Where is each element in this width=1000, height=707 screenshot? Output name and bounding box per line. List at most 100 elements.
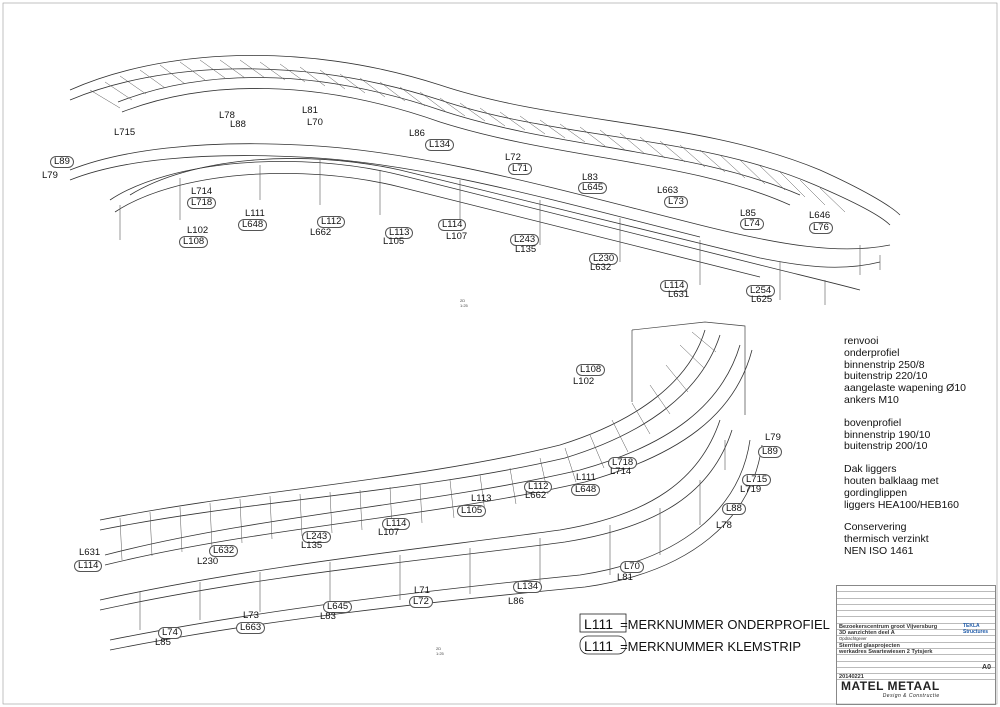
part-label-l86: L86 xyxy=(508,596,524,607)
part-label-l113: L113 xyxy=(471,493,492,504)
top-lower-rails xyxy=(69,143,891,291)
part-label-l114: L114 xyxy=(382,518,411,530)
part-label-l89: L89 xyxy=(758,446,782,458)
tb-client-label: Opdrachtgever xyxy=(837,636,995,643)
part-label-l71: L71 xyxy=(508,163,532,175)
part-label-l135: L135 xyxy=(301,540,323,551)
part-label-l662: L662 xyxy=(310,227,332,238)
top-roof-rungs xyxy=(89,59,846,213)
note-line: binnenstrip 190/10 xyxy=(844,428,931,441)
part-label-l631: L631 xyxy=(79,547,101,558)
legend-desc-klemstrip: =MERKNUMMER KLEMSTRIP xyxy=(620,638,802,654)
legend-desc-onderprofiel: =MERKNUMMER ONDERPROFIEL xyxy=(620,616,830,632)
note-line: onderprofiel xyxy=(844,346,900,359)
part-label-l73: L73 xyxy=(664,196,688,208)
part-label-l715: L715 xyxy=(114,127,136,138)
part-label-l648: L648 xyxy=(238,219,268,231)
part-label-l243: L243 xyxy=(302,531,332,543)
matel-metaal-logo: MATEL METAAL Design & Constructie xyxy=(841,679,940,699)
part-label-l646: L646 xyxy=(809,210,831,221)
note-line: bovenprofiel xyxy=(844,416,902,429)
part-label-l114: L114 xyxy=(438,219,467,231)
part-label-l230: L230 xyxy=(589,253,619,265)
part-label-l662: L662 xyxy=(525,490,547,501)
part-label-l107: L107 xyxy=(446,231,468,242)
title-block: Bezoekerscentrum groot Vijversburg 3D aa… xyxy=(836,585,996,705)
part-label-l714: L714 xyxy=(191,186,213,197)
note-line: liggers HEA100/HEB160 xyxy=(844,498,959,511)
part-label-l113: L113 xyxy=(385,227,414,239)
tb-sheet-size: A0 xyxy=(982,664,991,671)
legend-tag-square: L111 xyxy=(584,616,614,632)
tb-address: werkadres Swartewiesen 2 Tytsjerk xyxy=(837,649,995,656)
part-label-l114: L114 xyxy=(74,560,103,572)
part-label-l111: L111 xyxy=(245,208,265,219)
part-label-l134: L134 xyxy=(513,581,543,593)
part-label-l76: L76 xyxy=(809,222,833,234)
part-label-l111: L111 xyxy=(576,472,596,483)
part-label-l78: L78 xyxy=(716,520,732,531)
part-label-l72: L72 xyxy=(409,596,433,608)
part-label-l254: L254 xyxy=(746,285,776,297)
legend-onderprofiel: L111 =MERKNUMMER ONDERPROFIEL xyxy=(580,616,830,632)
tb-client: Sterrited glasprojecten xyxy=(837,643,995,649)
bottom-roof-rungs xyxy=(119,331,717,561)
part-label-l70: L70 xyxy=(620,561,644,573)
part-label-l715: L715 xyxy=(742,474,772,486)
note-line: renvooi xyxy=(844,335,879,347)
part-label-l645: L645 xyxy=(578,182,608,194)
top-posts xyxy=(119,160,881,305)
bottom-roof-beams xyxy=(99,329,753,566)
part-label-l631: L631 xyxy=(668,289,690,300)
part-label-l718: L718 xyxy=(608,457,638,469)
part-label-l632: L632 xyxy=(209,545,239,557)
note-line: Dak liggers xyxy=(844,463,897,476)
part-label-l625: L625 xyxy=(751,294,773,305)
note-line: binnenstrip 250/8 xyxy=(844,358,925,371)
part-label-l112: L112 xyxy=(524,481,553,493)
tb-number: 20140221 xyxy=(837,674,995,681)
part-label-l83: L83 xyxy=(582,172,598,183)
part-label-l114: L114 xyxy=(660,280,689,292)
part-label-l645: L645 xyxy=(323,601,353,613)
part-label-l70: L70 xyxy=(307,117,323,128)
note-line: thermisch verzinkt xyxy=(844,533,929,546)
part-label-l73: L73 xyxy=(243,610,259,621)
part-label-l74: L74 xyxy=(740,218,764,230)
part-label-l83: L83 xyxy=(320,611,336,622)
note-line: NEN ISO 1461 xyxy=(844,544,914,557)
part-label-l86: L86 xyxy=(409,128,425,139)
part-label-l85: L85 xyxy=(155,637,171,648)
part-label-l719: L719 xyxy=(740,484,762,495)
part-label-l88: L88 xyxy=(722,503,746,515)
legend-klemstrip: L111 =MERKNUMMER KLEMSTRIP xyxy=(580,638,801,654)
bottom-posts xyxy=(139,440,726,630)
tb-project: Bezoekerscentrum groot Vijversburg xyxy=(837,624,995,631)
tb-drawing-title: 3D aanzichten deel A xyxy=(837,630,995,637)
part-label-l135: L135 xyxy=(515,244,537,255)
part-label-l85: L85 xyxy=(740,208,756,219)
note-line: houten balklaag met gordinglippen xyxy=(844,474,939,499)
part-label-l79: L79 xyxy=(765,432,781,443)
legend-tag-round: L111 xyxy=(584,638,614,654)
part-label-l105: L105 xyxy=(457,505,487,517)
part-label-l648: L648 xyxy=(571,484,601,496)
part-label-l89: L89 xyxy=(50,156,74,168)
note-line: aangelaste wapening Ø10 xyxy=(844,382,967,395)
part-label-l72: L72 xyxy=(505,152,521,163)
bottom-wall-outline xyxy=(631,321,746,415)
part-label-l88: L88 xyxy=(230,119,246,130)
part-label-l107: L107 xyxy=(378,527,400,538)
note-line: Conservering xyxy=(844,521,907,534)
note-line: buitenstrip 200/10 xyxy=(844,440,928,453)
part-label-l663: L663 xyxy=(236,622,266,634)
note-line: buitenstrip 220/10 xyxy=(844,370,928,383)
part-label-l663: L663 xyxy=(657,185,679,196)
